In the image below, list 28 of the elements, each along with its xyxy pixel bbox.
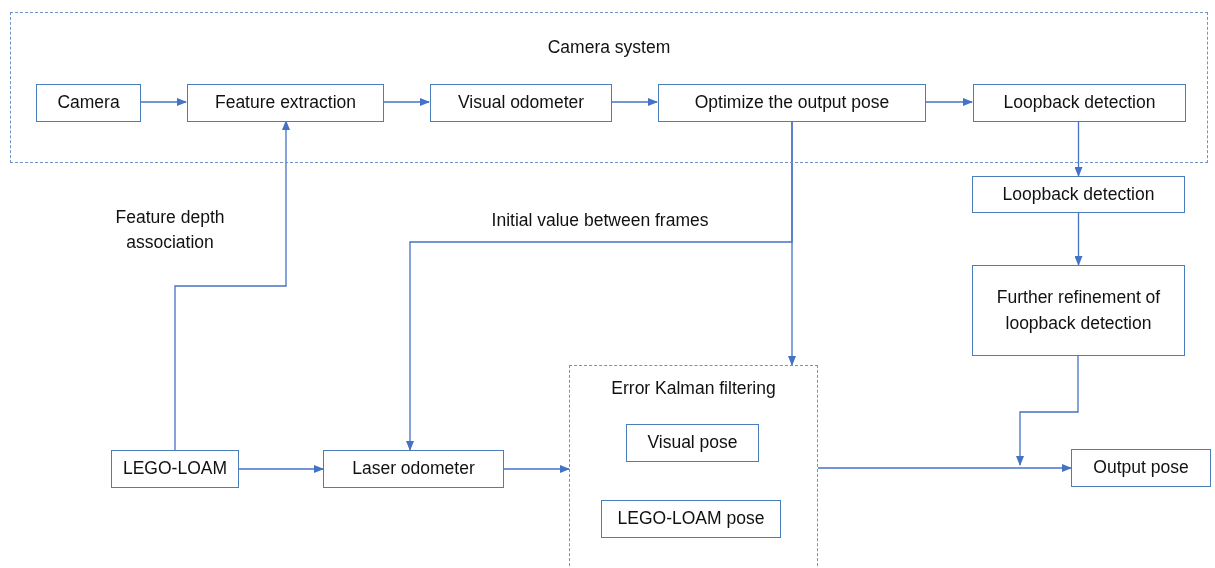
arrow <box>238 465 324 473</box>
process-box: Visual odometer <box>430 84 612 122</box>
process-box: LEGO-LOAM <box>111 450 239 488</box>
arrow <box>406 120 793 451</box>
arrow <box>1074 212 1083 266</box>
group-title: Error Kalman filtering <box>610 377 777 400</box>
arrow <box>382 98 430 106</box>
arrow <box>817 464 1072 472</box>
arrow <box>1016 355 1079 466</box>
process-box: LEGO-LOAM pose <box>601 500 781 538</box>
arrow <box>924 98 973 106</box>
arrow <box>139 98 187 106</box>
process-box: Further refinement of loopback detection <box>972 265 1185 356</box>
process-box: Visual pose <box>626 424 759 462</box>
dashed-group-box <box>10 12 1208 163</box>
process-box: Optimize the output pose <box>658 84 926 122</box>
group-title: Camera system <box>546 36 672 59</box>
process-box: Laser odometer <box>323 450 504 488</box>
dashed-group-box <box>569 365 818 568</box>
process-box: Camera <box>36 84 141 122</box>
process-box: Output pose <box>1071 449 1211 487</box>
arrow <box>610 98 658 106</box>
arrow <box>174 120 290 451</box>
process-box: Loopback detection <box>972 176 1185 213</box>
process-box: Feature extraction <box>187 84 384 122</box>
process-box: Loopback detection <box>973 84 1186 122</box>
arrow <box>503 465 570 473</box>
arrow <box>1074 120 1083 177</box>
